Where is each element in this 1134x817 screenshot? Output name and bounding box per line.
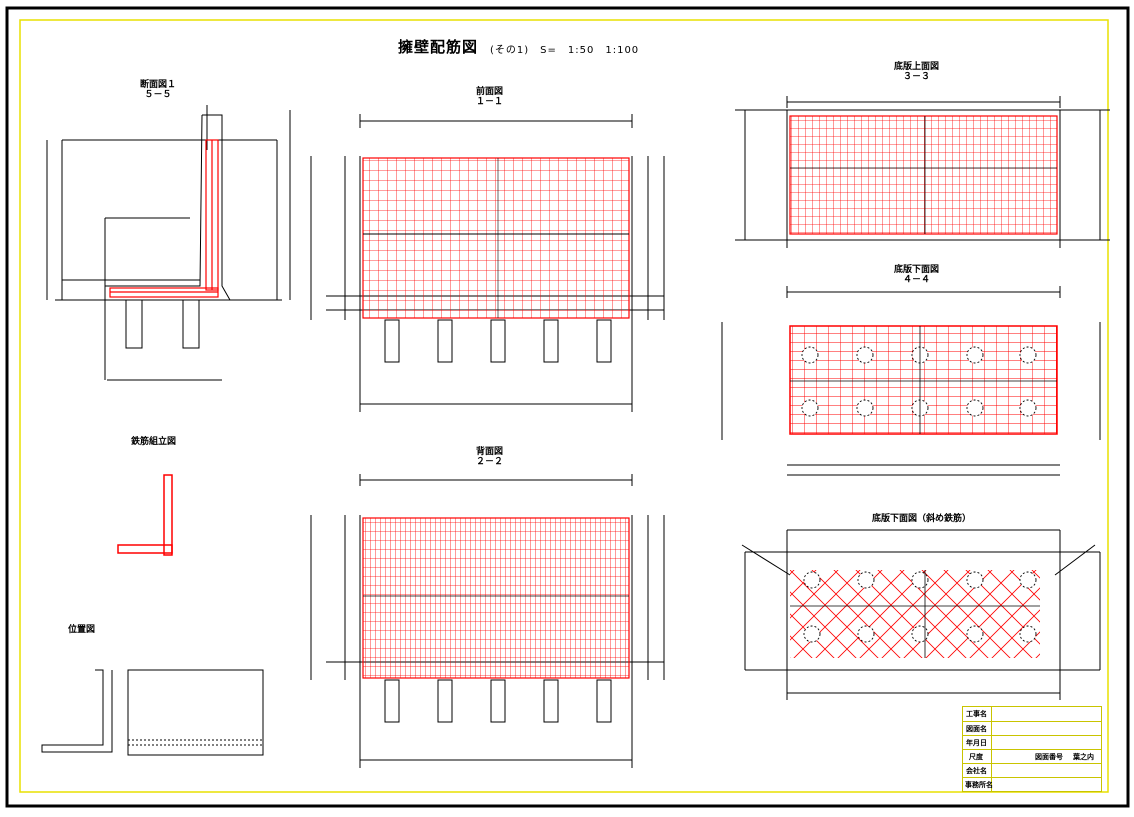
slab-bottom-frame bbox=[721, 286, 1101, 476]
location-plan bbox=[41, 669, 264, 756]
section-view-5-5 bbox=[46, 105, 291, 381]
tb-company-label: 会社名 bbox=[966, 767, 987, 775]
tb-project-label: 工事名 bbox=[966, 710, 987, 718]
title-block: 工事名 図面名 年月日 尺度 図面番号 葉之内 会社名 事務所名 bbox=[962, 706, 1102, 792]
location-title: 位置図 bbox=[68, 625, 96, 635]
assembly-rebar bbox=[117, 474, 173, 556]
sheet-title: 擁壁配筋図 bbox=[398, 38, 479, 56]
tb-author-label: 事務所名 bbox=[965, 781, 993, 789]
slab-top-rebar-grid bbox=[789, 115, 1058, 235]
tb-drawing-name-label: 図面名 bbox=[966, 725, 987, 733]
slab-diag-frame bbox=[741, 529, 1101, 700]
tb-date-label: 年月日 bbox=[966, 739, 987, 747]
tb-sheet-label: 葉之内 bbox=[1073, 753, 1094, 761]
assembly-title: 鉄筋組立図 bbox=[131, 437, 177, 447]
slab-diag-title: 底版下面図（斜め鉄筋） bbox=[872, 514, 972, 524]
sheet-subtitle: (その1) S= 1:50 1:100 bbox=[490, 45, 640, 56]
front-view-piles bbox=[384, 319, 612, 363]
tb-drawing-no-label: 図面番号 bbox=[1035, 753, 1063, 761]
slab-top-frame bbox=[735, 96, 1110, 248]
slab-diag-piles bbox=[803, 571, 1037, 643]
section-rebar bbox=[109, 139, 219, 298]
back-rebar-grid bbox=[362, 517, 630, 679]
front-rebar-grid bbox=[362, 157, 630, 319]
back-view-piles bbox=[384, 679, 612, 723]
tb-scale-label: 尺度 bbox=[969, 753, 983, 761]
slab-bottom-rebar-grid bbox=[789, 325, 1058, 435]
